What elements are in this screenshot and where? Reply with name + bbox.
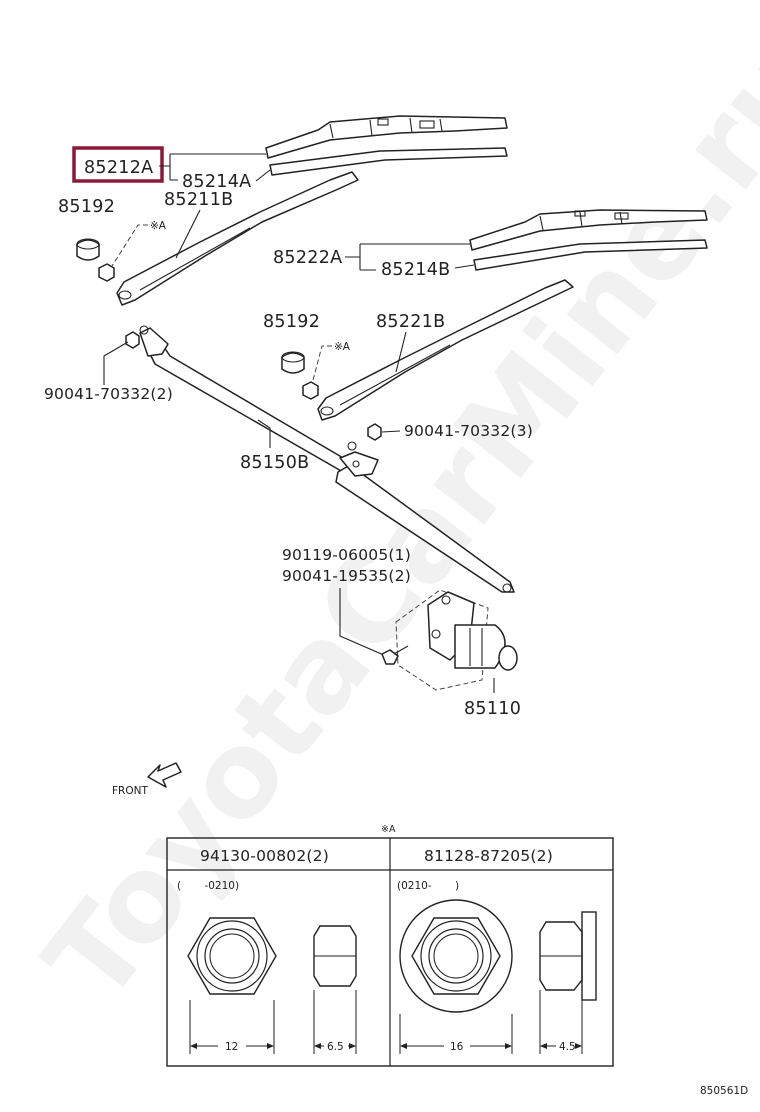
front-label: FRONT (112, 785, 148, 797)
leader-85222A (345, 243, 470, 271)
callout-85150B[interactable]: 85150B (240, 453, 309, 473)
mark-star-a-1: ※A (150, 220, 167, 232)
dim-4-5: 4.5 (559, 1041, 576, 1053)
callout-85214B[interactable]: 85214B (381, 260, 450, 280)
dim-6-5: 6.5 (327, 1041, 344, 1053)
selected-callout-frame (72, 146, 164, 183)
rear-wiper-arm[interactable] (317, 279, 574, 421)
callout-85221B[interactable]: 85221B (376, 312, 445, 332)
leader-85150B (257, 419, 271, 448)
table-col2-range: (0210- ) (397, 880, 459, 892)
wiper-linkage[interactable] (139, 325, 515, 593)
leader-85212A (159, 153, 266, 181)
callout-85212A[interactable]: 85212A (84, 158, 153, 178)
figure-code: 850561D (700, 1085, 748, 1097)
leader-85211B (175, 209, 201, 259)
rear-blade-insert[interactable] (473, 239, 708, 271)
linkage-nut-right[interactable] (367, 423, 382, 441)
table-col1-range: ( -0210) (177, 880, 239, 892)
table-col1-part: 94130-00802(2) (200, 847, 329, 865)
dimension-arrows (190, 1043, 582, 1049)
nut-16mm-side-view (539, 911, 597, 1001)
rear-arm-nut[interactable] (302, 381, 319, 400)
nut-12mm-side-view (313, 925, 357, 987)
callout-85192-front[interactable]: 85192 (58, 197, 115, 217)
dim-12: 12 (225, 1041, 238, 1053)
callout-85110[interactable]: 85110 (464, 699, 521, 719)
front-blade-assembly[interactable] (265, 115, 508, 159)
nut-variants-table (166, 837, 614, 1067)
motor-bolt[interactable] (381, 645, 409, 665)
leader-85214B (454, 264, 475, 269)
callout-90041-70332-3[interactable]: 90041-70332(3) (404, 422, 533, 440)
leader-star-a-1 (111, 224, 148, 267)
leader-bolt (339, 588, 387, 657)
front-blade-insert[interactable] (269, 147, 508, 176)
leader-nut-right (381, 430, 401, 433)
leader-nut-left (103, 341, 129, 385)
leader-85214A (255, 169, 271, 182)
rear-blade-assembly[interactable] (469, 209, 708, 251)
front-wiper-arm[interactable] (116, 171, 359, 306)
mark-star-a-2: ※A (334, 341, 351, 353)
callout-90041-19535[interactable]: 90041-19535(2) (282, 567, 411, 585)
callout-85192-rear[interactable]: 85192 (263, 312, 320, 332)
callout-90119-06005[interactable]: 90119-06005(1) (282, 546, 411, 564)
callout-85214A[interactable]: 85214A (182, 172, 251, 192)
front-direction-icon (147, 762, 182, 788)
callout-90041-70332-2[interactable]: 90041-70332(2) (44, 385, 173, 403)
callout-85222A[interactable]: 85222A (273, 248, 342, 268)
front-arm-nut[interactable] (98, 263, 115, 282)
dimension-lines (189, 990, 583, 1054)
table-col2-part: 81128-87205(2) (424, 847, 553, 865)
nut-12mm-front-view (187, 917, 277, 995)
wiper-motor[interactable] (395, 589, 518, 691)
leader-star-a-2 (311, 345, 332, 385)
table-ref-mark: ※A (381, 824, 396, 835)
front-arm-cap[interactable] (76, 238, 100, 261)
dim-16: 16 (450, 1041, 464, 1053)
linkage-nut-left[interactable] (125, 331, 140, 349)
callout-85211B[interactable]: 85211B (164, 190, 233, 210)
rear-arm-cap[interactable] (281, 351, 305, 374)
leader-85221B (395, 331, 407, 373)
nut-16mm-front-view (399, 899, 513, 1013)
